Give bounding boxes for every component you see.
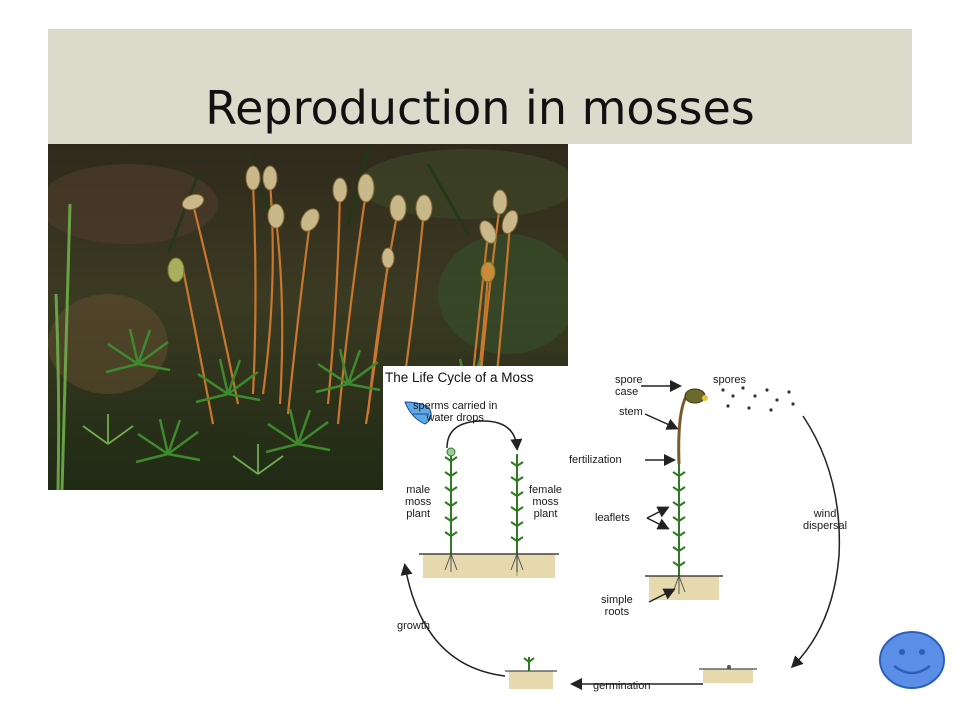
title-bar: Reproduction in mosses: [48, 29, 912, 144]
diagram-title: The Life Cycle of a Moss: [385, 370, 534, 385]
label-wind-dispersal: wind dispersal: [803, 508, 848, 532]
label-growth: growth: [397, 620, 431, 632]
life-cycle-drawing: [383, 366, 883, 701]
life-cycle-diagram: The Life Cycle of a Moss sperms carried …: [383, 366, 883, 701]
smiley-face-drawing: [879, 631, 945, 689]
label-spore-case: spore case: [615, 374, 643, 398]
smiley-face-icon[interactable]: [878, 630, 946, 690]
label-germination: germination: [593, 680, 651, 692]
label-sperms: sperms carried in water drops: [413, 400, 498, 424]
label-male-plant: male moss plant: [405, 484, 432, 520]
moss-photo: [38, 144, 578, 491]
label-simple-roots: simple roots: [601, 594, 633, 618]
moss-photo-image: [38, 144, 578, 491]
label-female-plant: female moss plant: [529, 484, 563, 520]
label-fertilization: fertilization: [569, 454, 622, 466]
label-spores: spores: [713, 374, 747, 386]
label-leaflets: leaflets: [595, 512, 630, 524]
label-stem: stem: [619, 406, 643, 418]
slide-title: Reproduction in mosses: [205, 81, 755, 135]
